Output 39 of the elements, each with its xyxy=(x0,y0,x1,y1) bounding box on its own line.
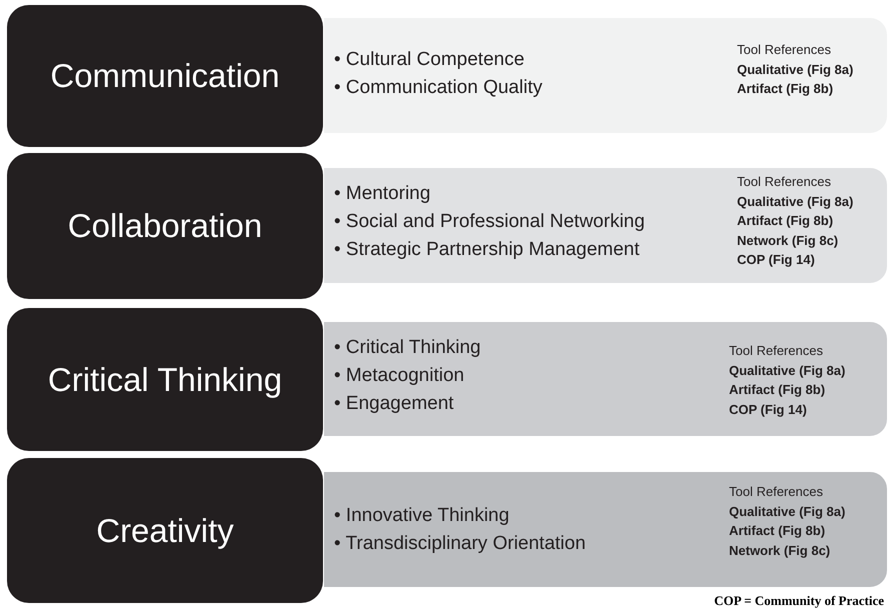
category-title: Communication xyxy=(50,57,280,95)
tool-reference: COP (Fig 14) xyxy=(737,251,815,269)
tool-reference: Qualitative (Fig 8a) xyxy=(737,192,854,211)
tool-reference: Network (Fig 8c) xyxy=(729,542,830,560)
list-item: • Cultural Competence xyxy=(334,48,524,72)
category-box xyxy=(7,153,323,299)
list-item: • Innovative Thinking xyxy=(334,504,510,528)
category-box xyxy=(7,458,323,603)
footnote: COP = Community of Practice xyxy=(714,593,884,609)
tool-reference: Artifact (Fig 8b) xyxy=(737,212,834,230)
tool-references-heading: Tool References xyxy=(737,173,831,191)
tool-reference: Artifact (Fig 8b) xyxy=(729,522,826,540)
detail-band xyxy=(323,167,888,284)
tool-references-heading: Tool References xyxy=(737,41,831,59)
tool-reference: Qualitative (Fig 8a) xyxy=(729,362,846,380)
category-box xyxy=(7,308,323,451)
tool-reference: Qualitative (Fig 8a) xyxy=(737,60,854,79)
tool-reference: Artifact (Fig 8b) xyxy=(729,381,826,399)
list-item: • Metacognition xyxy=(334,364,464,388)
list-item: • Mentoring xyxy=(334,182,430,206)
list-item: • Communication Quality xyxy=(334,76,542,100)
tool-reference: Network (Fig 8c) xyxy=(737,232,838,250)
tool-reference: Artifact (Fig 8b) xyxy=(737,80,834,98)
detail-band xyxy=(323,17,888,134)
category-title: Critical Thinking xyxy=(48,360,282,398)
detail-band xyxy=(323,321,888,437)
list-item: • Transdisciplinary Orientation xyxy=(334,532,586,556)
list-item: • Engagement xyxy=(334,392,454,416)
category-box xyxy=(7,5,323,147)
list-item: • Social and Professional Networking xyxy=(334,210,645,234)
tool-reference: Qualitative (Fig 8a) xyxy=(729,502,846,521)
list-item: • Critical Thinking xyxy=(334,336,481,360)
tool-references-heading: Tool References xyxy=(729,483,823,501)
tool-references-heading: Tool References xyxy=(729,342,823,360)
category-title: Collaboration xyxy=(68,207,262,245)
tool-reference: COP (Fig 14) xyxy=(729,400,807,419)
detail-band xyxy=(323,471,888,588)
category-title: Creativity xyxy=(96,512,234,550)
list-item: • Strategic Partnership Management xyxy=(334,238,640,262)
